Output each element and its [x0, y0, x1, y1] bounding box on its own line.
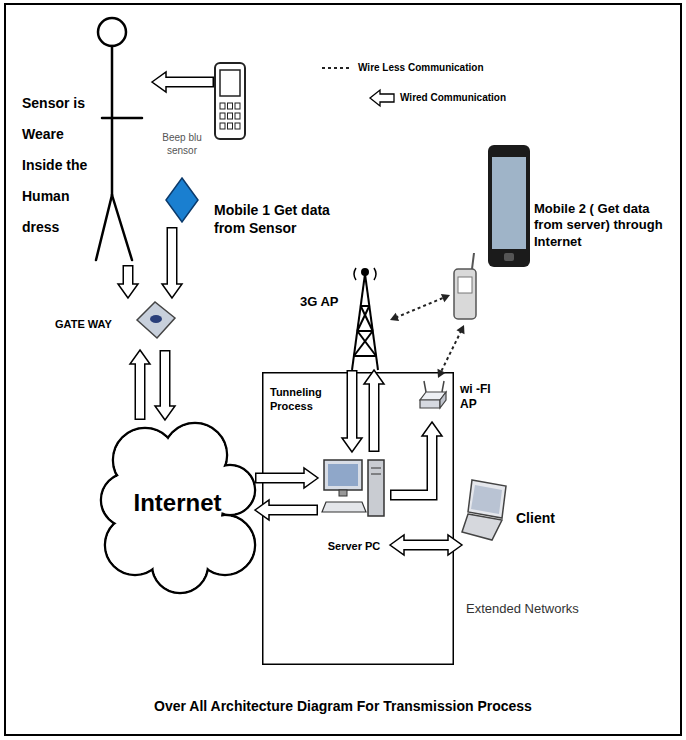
mobile-phone: Mobile 2 ( Get data from server) through… [450, 145, 678, 325]
human-figure-label: Sensor is Weare Inside the Human dress [22, 88, 94, 243]
mobile-phone-label: Mobile 1 Get data from Sensor [214, 202, 334, 237]
legend-text: Wired Communication [400, 92, 506, 104]
wired-link [255, 500, 318, 520]
network-region-label: Tunneling Process [270, 386, 336, 414]
cell-tower-label: 3G AP [300, 294, 348, 310]
wireless-sample [322, 67, 352, 69]
wired-link [152, 72, 214, 92]
server-pc: Server PC [318, 452, 390, 562]
mobile-phone: Mobile 1 Get data from Sensor [214, 62, 334, 257]
network-region-outline [262, 372, 454, 665]
mobile-phone-label: Mobile 2 ( Get data from server) through… [534, 201, 676, 250]
legend-text: Wire Less Communication [358, 62, 484, 74]
gateway-device-label: GATE WAY [55, 318, 125, 332]
cell-tower: 3G AP [300, 266, 390, 370]
wired-link [255, 468, 318, 488]
wireless-link [390, 294, 450, 321]
network-region: Tunneling ProcessServer PC [262, 372, 454, 665]
cell-tower-outline [300, 266, 390, 370]
wired-link [162, 227, 182, 298]
wired-link [342, 370, 362, 452]
gateway-device: GATE WAY [55, 298, 180, 350]
server-pc-label: Server PC [318, 540, 390, 554]
wifi-access-point: wi -FI AP [418, 378, 506, 422]
internet-cloud: Internet [100, 420, 255, 595]
wired-link [364, 370, 384, 452]
human-figure: Sensor is Weare Inside the Human dress [22, 10, 152, 265]
wired-link [390, 535, 462, 555]
wired-link [390, 422, 442, 495]
client-laptop: Client [462, 478, 566, 558]
sensor-diamond-label: Beep blu sensor [156, 132, 208, 157]
wired-link [130, 350, 150, 420]
wireless-link [437, 325, 464, 378]
internet-cloud-label: Internet [100, 488, 255, 518]
outer-frame [4, 3, 682, 736]
wired-link [118, 265, 138, 298]
client-laptop-label: Client [516, 510, 566, 528]
wifi-access-point-label: wi -FI AP [460, 382, 508, 412]
sensor-diamond: Beep blu sensor [156, 132, 208, 227]
wired-link [155, 350, 175, 420]
diagram-caption: Over All Architecture Diagram For Transm… [154, 698, 532, 714]
region-note: Extended Networks [466, 601, 579, 616]
wired-sample [370, 90, 394, 106]
